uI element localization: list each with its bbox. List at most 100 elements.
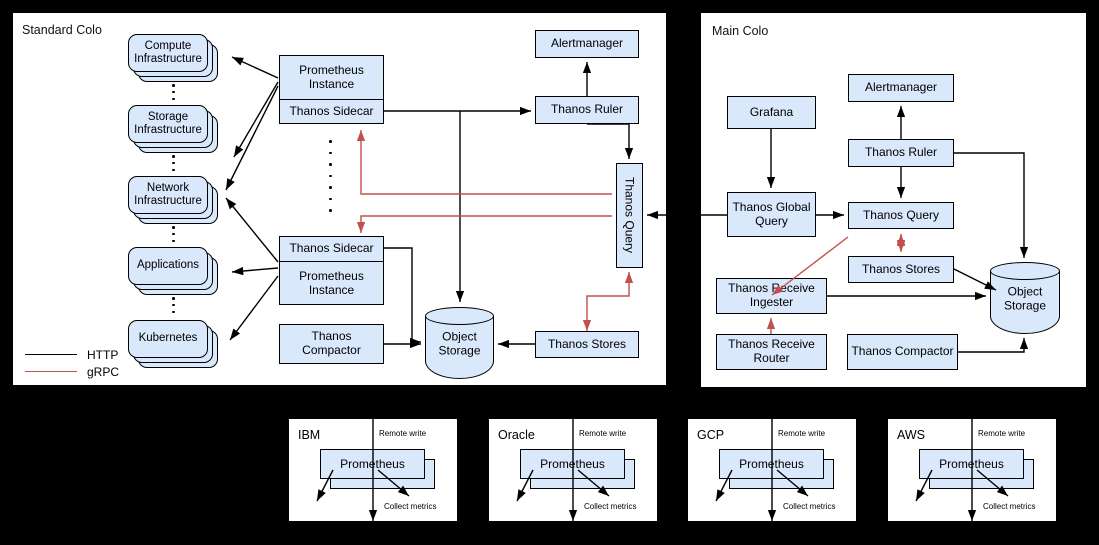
node-thanos-receive-ingester: Thanos Receive Ingester (716, 278, 827, 314)
collect-metrics-label: Collect metrics (983, 502, 1036, 511)
node-storage-infrastructure: Storage Infrastructure (128, 105, 218, 153)
ellipsis-2 (172, 155, 175, 171)
thanos-sidecar-cell: Thanos Sidecar (280, 100, 383, 124)
node-label-box: Applications (128, 247, 208, 285)
node-label: Thanos Query (862, 207, 940, 222)
node-label-box: Compute Infrastructure (128, 34, 208, 72)
collect-metrics-label: Collect metrics (384, 502, 437, 511)
node-label: Thanos Ruler (550, 102, 624, 117)
cloud-name: GCP (697, 428, 725, 442)
node-label: Storage Infrastructure (134, 110, 202, 136)
node-compute-infrastructure: Compute Infrastructure (128, 34, 218, 82)
cylinder-top (990, 262, 1060, 280)
node-label: Thanos Receive Router (728, 337, 815, 365)
node-thanos-query-main: Thanos Query (848, 202, 954, 229)
node-thanos-compactor-main: Thanos Compactor (847, 334, 958, 370)
node-thanos-receive-router: Thanos Receive Router (716, 334, 827, 370)
node-object-storage-main: Object Storage (990, 262, 1060, 334)
collect-metrics-label: Collect metrics (584, 502, 637, 511)
node-thanos-ruler-main: Thanos Ruler (848, 139, 954, 167)
node-label-box: Prometheus (320, 449, 425, 479)
ellipsis-prometheus-instances (329, 140, 332, 212)
cloud-name: Oracle (498, 428, 535, 442)
prometheus-instance-cell: Prometheus Instance (280, 262, 383, 305)
panel-cloud-oracle: Oracle Remote write Collect metrics Prom… (488, 418, 658, 522)
node-prometheus-stack-top: Prometheus Instance Thanos Sidecar (279, 55, 384, 124)
legend-item-http: HTTP (25, 346, 119, 363)
node-label: Object Storage (438, 329, 481, 358)
node-label-box: Storage Infrastructure (128, 105, 208, 143)
node-label: Thanos Compactor (851, 344, 954, 359)
legend-label: gRPC (87, 364, 120, 379)
node-label: Thanos Stores (547, 336, 627, 351)
collect-metrics-label: Collect metrics (783, 502, 836, 511)
panel-cloud-gcp: GCP Remote write Collect metrics Prometh… (687, 418, 857, 522)
node-kubernetes: Kubernetes (128, 320, 218, 368)
node-thanos-stores-standard: Thanos Stores (535, 331, 639, 358)
cloud-name: IBM (298, 428, 321, 442)
node-label: Object Storage (1003, 284, 1047, 313)
node-label: Prometheus Instance (299, 268, 364, 297)
cylinder-top (425, 307, 494, 325)
node-label-box: Prometheus (719, 449, 824, 479)
node-alertmanager-standard: Alertmanager (535, 30, 639, 58)
legend-item-grpc: gRPC (25, 363, 119, 380)
node-grafana: Grafana (727, 96, 816, 129)
node-label: Thanos Query (622, 177, 637, 254)
ellipsis-3 (172, 226, 175, 242)
legend-label: HTTP (87, 347, 119, 362)
node-label: Alertmanager (864, 80, 938, 95)
cylinder-body (990, 271, 1060, 334)
node-prometheus-stack-bottom: Thanos Sidecar Prometheus Instance (279, 236, 384, 305)
node-label: Prometheus Instance (299, 62, 364, 91)
node-applications: Applications (128, 247, 218, 295)
node-label-box: Prometheus (919, 449, 1024, 479)
remote-write-label: Remote write (579, 429, 627, 438)
panel-cloud-ibm: IBM Remote write Collect metrics Prometh… (288, 418, 458, 522)
node-label: Kubernetes (138, 332, 198, 345)
node-prometheus-cloud: Prometheus (919, 449, 1034, 489)
node-label: Alertmanager (550, 36, 624, 51)
node-label: Grafana (749, 104, 794, 119)
remote-write-label: Remote write (978, 429, 1026, 438)
legend-line-http (25, 354, 77, 355)
node-alertmanager-main: Alertmanager (848, 74, 954, 102)
node-label-box: Prometheus (520, 449, 625, 479)
node-label: Prometheus (340, 457, 405, 471)
remote-write-label: Remote write (778, 429, 826, 438)
node-thanos-query-standard: Thanos Query (616, 163, 643, 268)
cylinder-body (425, 316, 494, 379)
node-label: Applications (136, 259, 199, 272)
cloud-name: AWS (897, 428, 926, 442)
node-label: Thanos Sidecar (289, 104, 374, 119)
ellipsis-1 (172, 84, 175, 100)
node-label: Network Infrastructure (134, 181, 202, 207)
thanos-sidecar-cell: Thanos Sidecar (280, 237, 383, 262)
node-label: Thanos Compactor (302, 329, 361, 357)
standard-colo-title: Standard Colo (22, 23, 102, 37)
node-label: Prometheus (540, 457, 605, 471)
node-label: Prometheus (939, 457, 1004, 471)
node-label-box: Network Infrastructure (128, 176, 208, 214)
node-label: Thanos Global Query (732, 199, 811, 228)
node-object-storage-standard: Object Storage (425, 307, 494, 379)
node-label-box: Kubernetes (128, 320, 208, 358)
node-prometheus-cloud: Prometheus (719, 449, 834, 489)
node-thanos-compactor-standard: Thanos Compactor (279, 324, 384, 364)
remote-write-label: Remote write (379, 429, 427, 438)
node-thanos-stores-main: Thanos Stores (848, 256, 954, 283)
node-label: Thanos Ruler (864, 145, 938, 160)
node-prometheus-cloud: Prometheus (320, 449, 435, 489)
node-thanos-global-query: Thanos Global Query (727, 192, 816, 237)
prometheus-instance-cell: Prometheus Instance (280, 56, 383, 100)
panel-cloud-aws: AWS Remote write Collect metrics Prometh… (887, 418, 1057, 522)
node-label: Thanos Stores (861, 261, 941, 276)
node-label: Thanos Sidecar (289, 241, 374, 256)
legend-line-grpc (25, 371, 77, 372)
node-network-infrastructure: Network Infrastructure (128, 176, 218, 224)
main-colo-title: Main Colo (712, 24, 769, 38)
ellipsis-4 (172, 297, 175, 313)
node-prometheus-cloud: Prometheus (520, 449, 635, 489)
node-thanos-ruler-standard: Thanos Ruler (535, 96, 639, 124)
legend: HTTP gRPC (25, 346, 119, 380)
